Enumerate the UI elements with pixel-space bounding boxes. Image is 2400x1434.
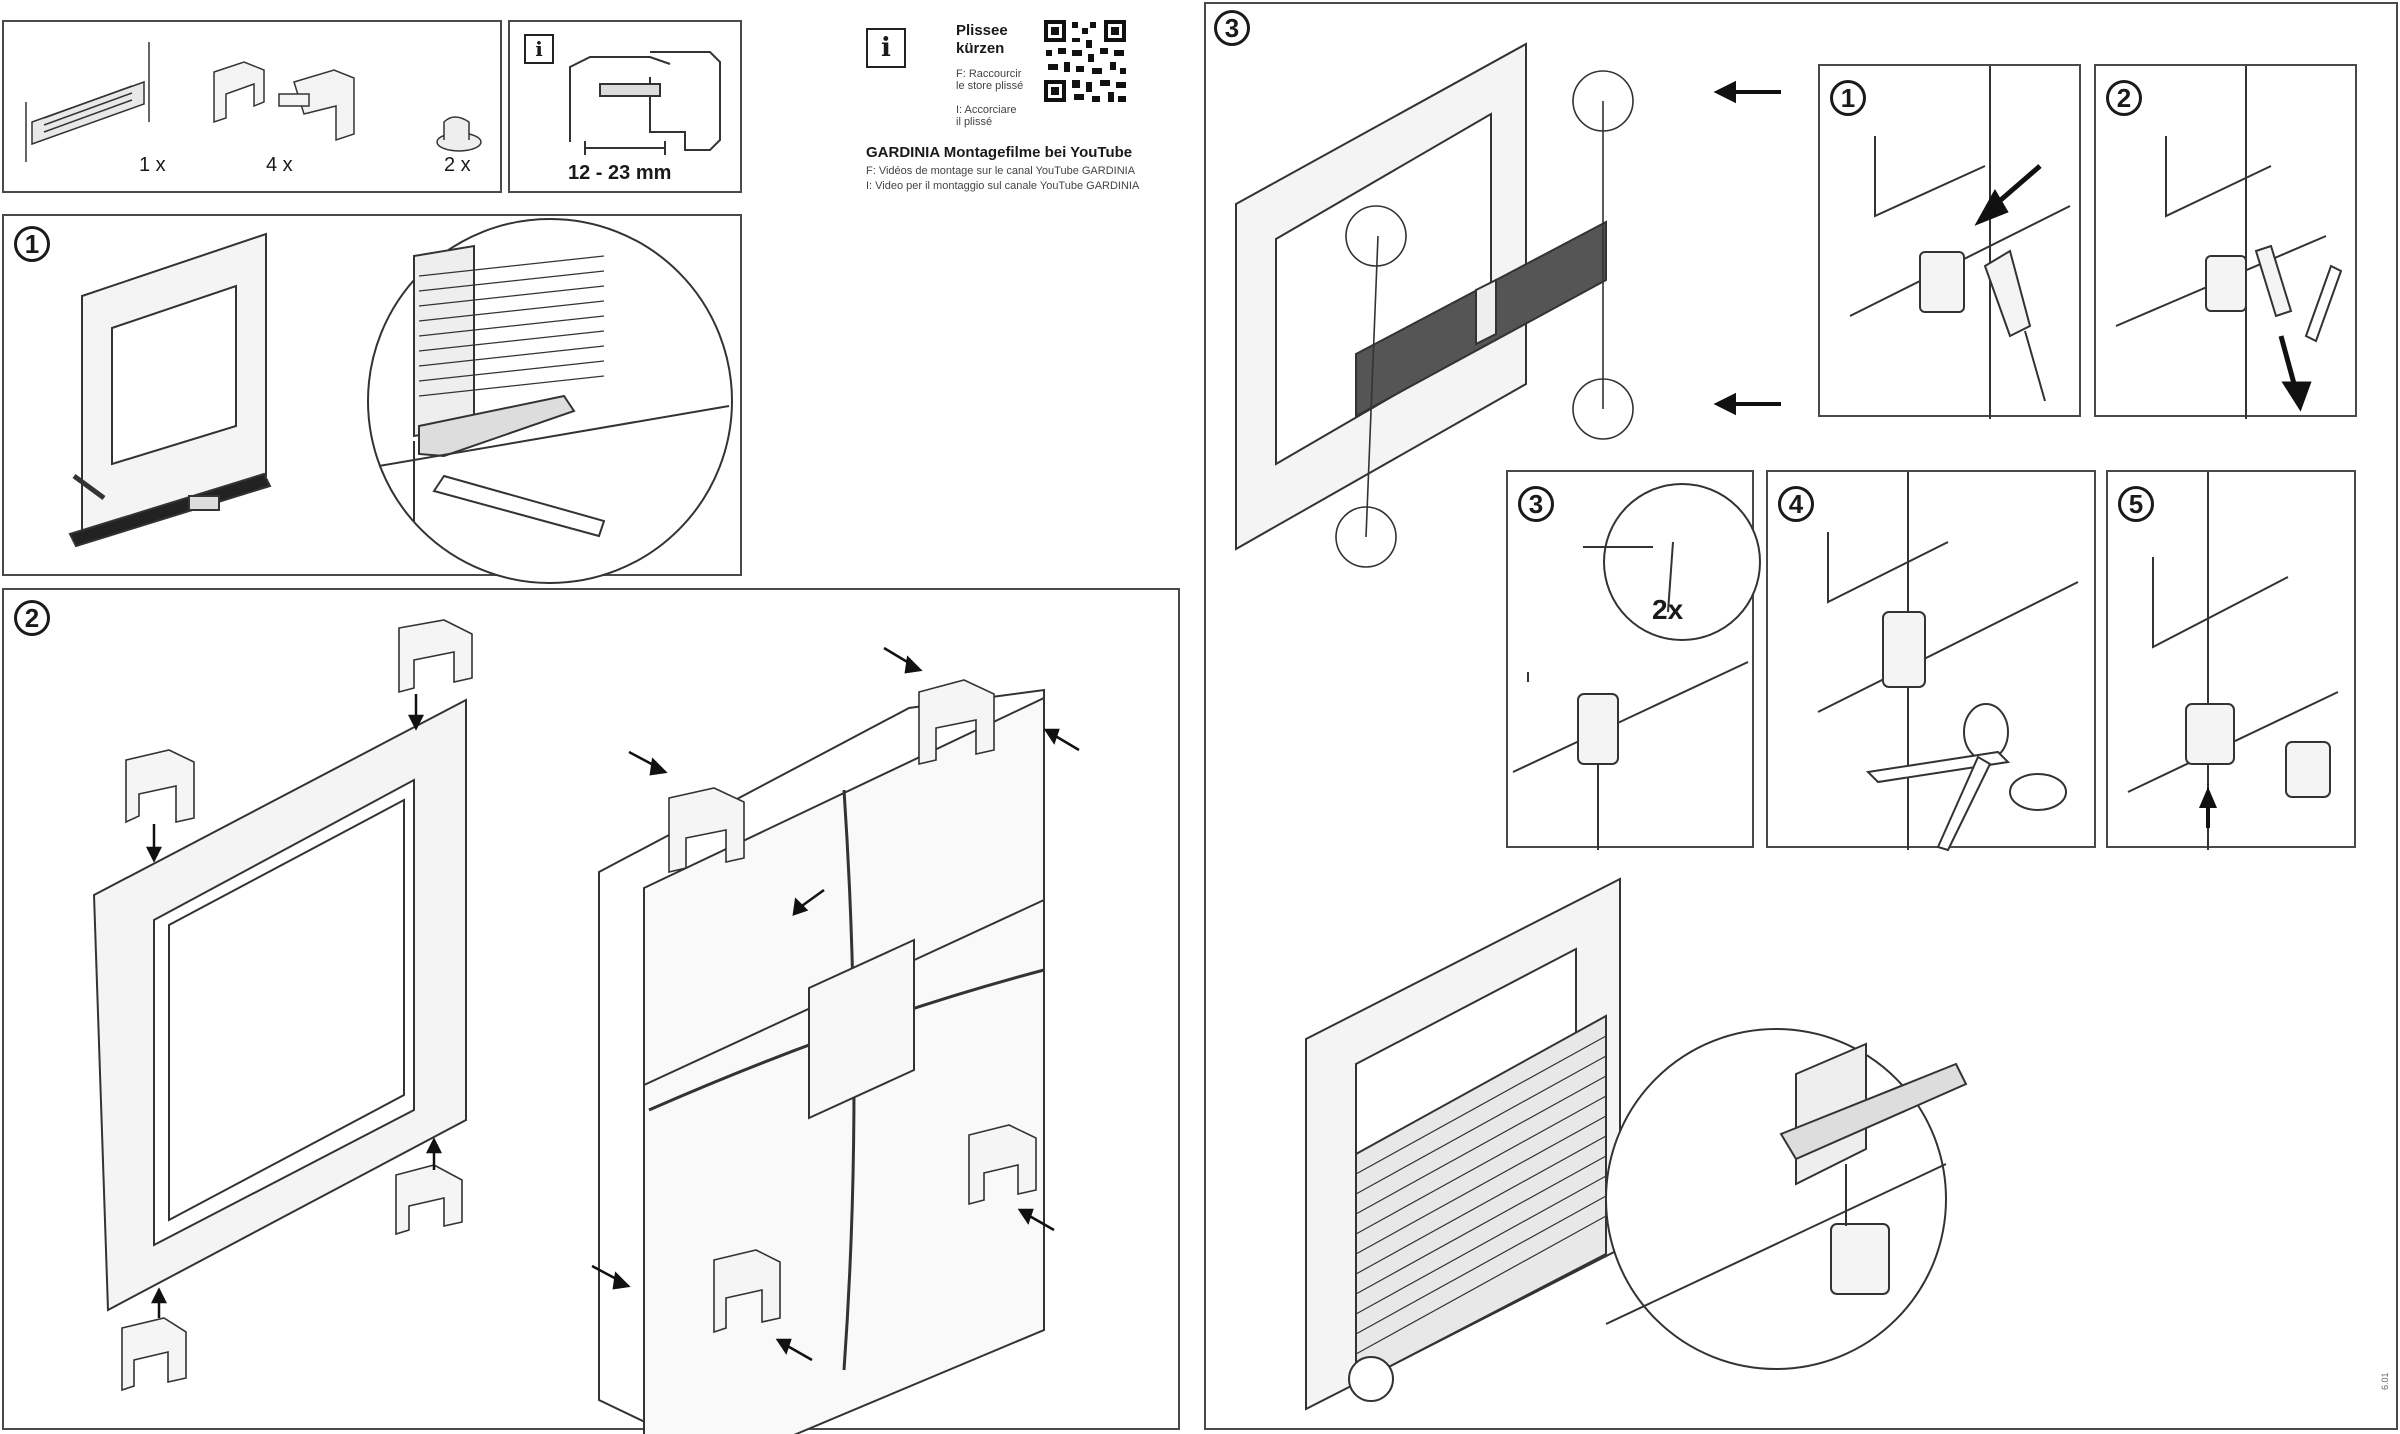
substep5-illustration (2127, 472, 2339, 850)
video-heading: GARDINIA Montagefilme bei YouTube (866, 144, 1133, 161)
substep4-badge: 4 (1778, 486, 1814, 522)
substep3-illustration (1512, 483, 1761, 850)
parts-illustration (25, 42, 482, 162)
info-panel: i 12 - 23 mm (508, 20, 742, 193)
video-info: i Plissee kürzen F: Raccourcir le store … (860, 20, 1200, 200)
window-frame (92, 698, 467, 1312)
step1-number: 1 (24, 228, 40, 259)
video-fr-line2: le store plissé (956, 80, 1024, 92)
qr-code[interactable] (860, 20, 1200, 200)
step2-panel: 2 (2, 588, 1180, 1434)
substep1-panel: 1 (1818, 64, 2081, 419)
quantity-blind: 1 x (139, 154, 166, 176)
info-icon: i (524, 34, 554, 64)
step2-arrows (145, 694, 443, 1318)
clearance-measure: 12 - 23 mm (568, 162, 672, 184)
substep5-panel: 5 (2106, 470, 2356, 850)
step1-panel: 1 (2, 214, 742, 584)
step3-panel: 3 (1204, 2, 2398, 1430)
substep2-badge: 2 (2106, 80, 2142, 116)
step2-illustration (92, 619, 1080, 1434)
clip-parts (436, 116, 482, 152)
substep1-number: 1 (1840, 82, 1856, 113)
substep3-number: 3 (1528, 488, 1544, 519)
substep4-number: 4 (1788, 488, 1804, 519)
video-it-line2: il plissé (956, 116, 993, 128)
footer-code: 6.01 (2380, 1372, 2390, 1390)
substep2-panel: 2 (2094, 64, 2357, 419)
step1-detail-circle (367, 218, 733, 584)
substep3-badge: 3 (1518, 486, 1554, 522)
substep4-illustration (1817, 472, 2079, 852)
substep2-number: 2 (2116, 82, 2132, 113)
step1-illustration (68, 218, 733, 584)
video-info-icon: i (866, 28, 906, 68)
parts-panel: 1 x 4 x 2 x (2, 20, 502, 193)
final-detail-circle (1605, 1028, 1968, 1370)
video-it-sub: I: Video per il montaggio sul canale You… (866, 180, 1140, 192)
video-title-line2: kürzen (956, 40, 1005, 57)
substep4-panel: 4 (1766, 470, 2096, 852)
final-window (1305, 877, 1621, 1411)
step3-badge: 3 (1214, 10, 1250, 46)
video-fr-line1: F: Raccourcir (956, 68, 1022, 80)
step3-main-illustration (1235, 42, 1968, 1411)
step3-number: 3 (1224, 12, 1240, 43)
quantity-clips: 2 x (444, 154, 471, 176)
substep5-badge: 5 (2118, 486, 2154, 522)
quantity-brackets: 4 x (266, 154, 293, 176)
brackets-on-frame (121, 619, 473, 1392)
step2-badge: 2 (14, 600, 50, 636)
video-info-icon-letter: i (881, 33, 891, 63)
step2-number: 2 (24, 602, 40, 633)
substep2-illustration (2115, 66, 2343, 419)
video-it-line1: I: Accorciare (956, 104, 1017, 116)
video-fr-sub: F: Vidéos de montage sur le canal YouTub… (866, 165, 1136, 177)
blind-part (25, 42, 150, 162)
package-arrows (591, 646, 1080, 1362)
substep5-number: 5 (2128, 488, 2144, 519)
packaged-blind (598, 688, 1045, 1434)
brackets-on-package (668, 679, 1037, 1334)
info-icon-letter: i (535, 37, 543, 61)
video-title-line1: Plissee (956, 22, 1008, 39)
substep1-illustration (1849, 66, 2071, 419)
bracket-clearance-diagram (569, 51, 721, 155)
substep3-panel: 3 2x (1506, 470, 1761, 850)
substep1-badge: 1 (1830, 80, 1866, 116)
bracket-parts (213, 61, 355, 142)
step1-badge: 1 (14, 226, 50, 262)
twice-label: 2x (1652, 594, 1684, 625)
